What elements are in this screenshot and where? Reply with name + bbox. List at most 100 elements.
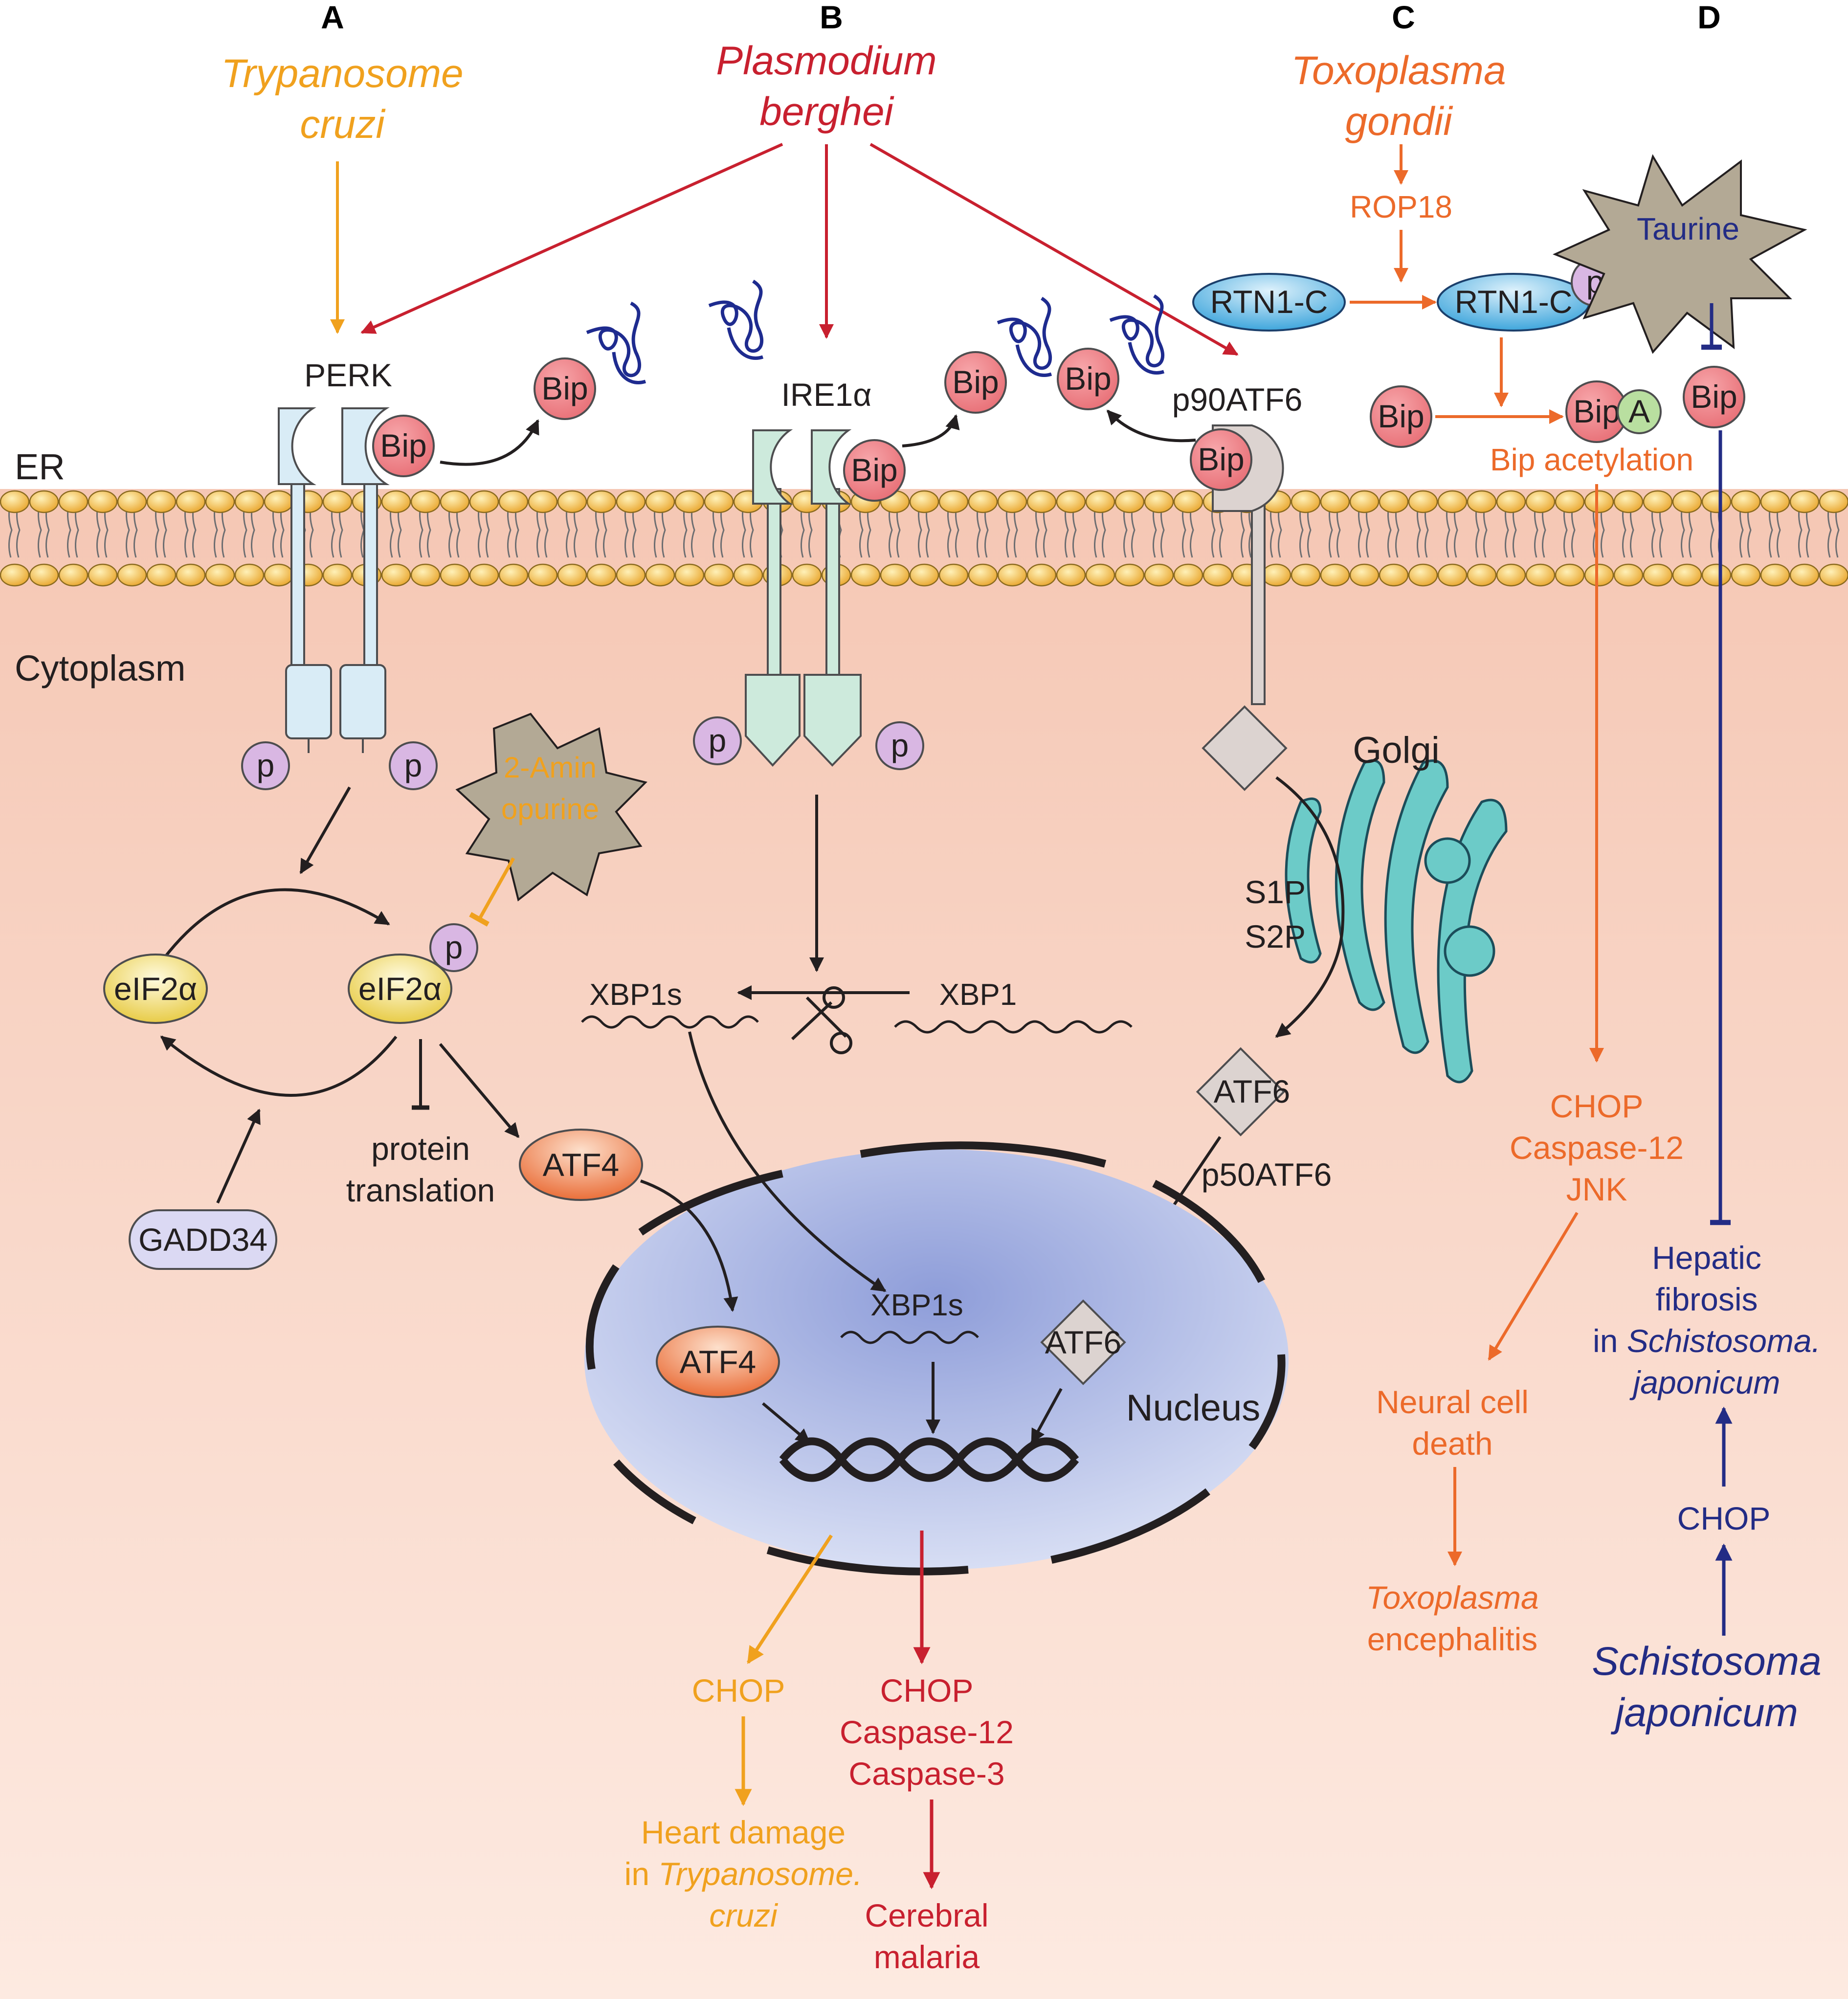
eif2a-phosphorylated: eIF2α (348, 954, 452, 1024)
dna-to-trypanosome-chop-arrow (747, 1534, 833, 1664)
atf6-cleaved: ATF6 (1196, 1047, 1290, 1136)
unfolded-protein-icon-3 (997, 297, 1052, 377)
eif2a-to-atf4-arrow (439, 1043, 520, 1138)
toxoplasma-label-line2: gondii (1345, 99, 1454, 144)
fibrosis-line4: japonicum (1629, 1364, 1781, 1400)
atf6-to-dna-arrow (1030, 1388, 1063, 1444)
perk-phospho-right: p (389, 741, 438, 790)
s2p-label: S2P (1245, 918, 1306, 955)
svg-text:Taurine: Taurine (1637, 211, 1739, 246)
toxoplasma-label-line1: Toxoplasma (1291, 48, 1506, 93)
xbp1s-cyto-mrna (581, 1015, 759, 1029)
atf4-nuclear: ATF4 (656, 1326, 780, 1398)
svg-text:GADD34: GADD34 (138, 1222, 267, 1258)
aminopurine-inhibitor: 2-Amin opurine (455, 712, 647, 902)
xbp1-label: XBP1 (939, 978, 1017, 1012)
xbp1s-cyto-label: XBP1s (589, 978, 682, 1012)
toxoplasma-outcome-line2: Caspase-12 (1510, 1130, 1684, 1166)
unfolded-protein-icon-4 (1109, 294, 1165, 375)
toxoplasma-outcome-line1: CHOP (1550, 1088, 1644, 1124)
svg-text:p: p (891, 727, 909, 763)
svg-text:ATF4: ATF4 (680, 1344, 756, 1380)
er-membrane (0, 489, 1848, 602)
s1p-label: S1P (1245, 874, 1306, 910)
svg-text:Bip: Bip (1691, 378, 1737, 415)
svg-text:p: p (445, 929, 463, 965)
panel-letter-a: A (321, 0, 344, 35)
plasmodium-to-perk-arrow (360, 143, 783, 334)
atf4-to-nucleus-arrow (640, 1179, 738, 1312)
dna-helix-icon (779, 1437, 1079, 1482)
plasmodium-label-line1: Plasmodium (716, 39, 936, 83)
cerebral-malaria-line1: Cerebral (865, 1897, 988, 1933)
protein-translation-line2: translation (346, 1172, 495, 1208)
svg-text:XBP1s: XBP1s (870, 1288, 963, 1322)
xbp1s-to-nucleus-arrow (688, 1031, 887, 1292)
perk-bip-release-arrow (440, 419, 539, 466)
fibrosis-line3: in Schistosoma. (1593, 1323, 1821, 1359)
svg-text:Bip: Bip (380, 427, 426, 464)
atf6-nuclear: ATF6 (1040, 1299, 1126, 1385)
rop18-label: ROP18 (1350, 189, 1452, 224)
gadd34: GADD34 (129, 1209, 277, 1270)
svg-text:eIF2α: eIF2α (114, 971, 197, 1007)
ire1a-receptor (745, 429, 862, 767)
bip-acetylation-label: Bip acetylation (1490, 442, 1693, 477)
toxoplasma-outcome-line3: JNK (1566, 1171, 1627, 1207)
neural-death-line1: Neural cell (1376, 1384, 1529, 1420)
panel-letter-d: D (1697, 0, 1721, 35)
perk-bip: Bip (372, 415, 435, 477)
p50atf6-label: p50ATF6 (1202, 1156, 1332, 1193)
rtn1c: RTN1-C (1192, 273, 1346, 332)
neural-death-line2: death (1412, 1425, 1492, 1462)
atf4-to-dna-arrow (762, 1402, 811, 1444)
svg-text:p: p (404, 747, 423, 783)
nucleus-label: Nucleus (1126, 1387, 1261, 1429)
aminopurine-inhibits-eif2a (469, 857, 515, 927)
svg-text:ATF4: ATF4 (543, 1147, 619, 1183)
p90atf6-label: p90ATF6 (1172, 381, 1303, 418)
svg-text:opurine: opurine (501, 793, 599, 825)
bip-free: Bip (1370, 385, 1432, 448)
released-bip-2: Bip (944, 351, 1007, 414)
heart-damage-line1: Heart damage (641, 1814, 846, 1850)
svg-text:p: p (257, 747, 275, 783)
cerebral-malaria-line2: malaria (874, 1939, 980, 1975)
svg-text:Bip: Bip (851, 452, 897, 488)
encephalitis-line1: Toxoplasma (1366, 1579, 1538, 1616)
ire1a-bip-release-arrow (902, 414, 960, 447)
atf6-bip-release-arrow (1106, 409, 1196, 443)
svg-text:eIF2α: eIF2α (358, 971, 442, 1007)
eif2a-phospho: p (429, 923, 478, 972)
plasmodium-outcome-line3: Caspase-3 (848, 1755, 1004, 1792)
acetyl-mark: A (1617, 389, 1662, 434)
svg-text:Bip: Bip (1065, 360, 1111, 397)
perk-to-eif2a-arrow (299, 786, 351, 874)
eif2a-cycle-top-arrow (162, 888, 390, 959)
plasmodium-outcome-line1: CHOP (880, 1672, 974, 1709)
rtn1c-phosphorylated: RTN1-C (1437, 273, 1590, 332)
plasmodium-outcome-line2: Caspase-12 (840, 1714, 1014, 1750)
scissors-icon (791, 986, 852, 1054)
svg-text:p: p (709, 722, 727, 758)
svg-text:Bip: Bip (952, 364, 999, 400)
trypanosome-label-line1: Trypanosome (221, 51, 463, 96)
schistosoma-label-line2: japonicum (1610, 1690, 1798, 1735)
ire1a-bip: Bip (843, 439, 906, 502)
taurine-drug: Taurine (1552, 154, 1807, 354)
ire1a-phospho-right: p (875, 721, 924, 770)
svg-text:Bip: Bip (541, 370, 588, 406)
plasmodium-to-atf6-arrow (869, 143, 1239, 356)
xbp1-mrna (894, 1020, 1133, 1034)
nucleus (584, 1149, 1289, 1570)
svg-text:Bip: Bip (1378, 398, 1424, 434)
svg-text:Bip: Bip (1573, 393, 1620, 429)
fibrosis-line1: Hepatic (1652, 1240, 1761, 1276)
golgi-apparatus (1285, 759, 1508, 1084)
nuclear-envelope (585, 1141, 1286, 1576)
atf6-bip: Bip (1190, 428, 1252, 491)
svg-text:RTN1-C: RTN1-C (1455, 284, 1573, 320)
perk-receptor (278, 407, 390, 753)
ire1a-label: IRE1α (781, 377, 872, 413)
heart-damage-line3: cruzi (709, 1897, 779, 1933)
